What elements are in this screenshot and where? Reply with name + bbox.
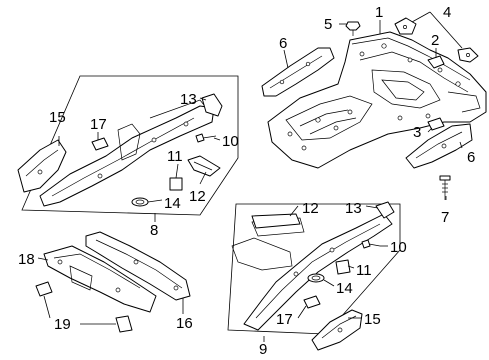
callout-1: 1 [375,4,383,21]
clip-part-19a [35,281,53,297]
callout-16: 16 [176,315,193,332]
callout-7: 7 [441,209,449,226]
callout-6-upper: 6 [279,35,287,52]
bolt-part-10a [195,133,217,143]
callout-3: 3 [413,124,421,141]
rear-floor-pan [267,31,487,169]
callout-14-right: 14 [336,280,353,297]
clip-part-3 [427,117,445,131]
rail-part-6-upper [261,47,335,97]
callout-19: 19 [54,316,71,333]
bolt-part-7 [439,175,451,200]
callout-12-right: 12 [302,200,319,217]
callout-4: 4 [443,4,451,21]
rail-assembly-9 [231,213,393,331]
callout-17-left: 17 [90,116,107,133]
callout-9: 9 [259,341,267,358]
group-box-8 [21,75,239,216]
callout-18: 18 [18,251,35,268]
callout-2: 2 [431,32,439,49]
callout-17-right: 17 [276,311,293,328]
callout-11-left: 11 [167,148,183,165]
plug-part-14a [131,197,149,207]
callout-12-left: 12 [189,188,206,205]
clip-part-11b [335,259,351,275]
bolt-part-10b [361,239,381,249]
bracket-part-13a [201,93,223,117]
panel-part-15b [311,309,363,351]
leader-lines [37,11,463,342]
bracket-part-4 [394,17,479,63]
plug-part-14b [307,273,325,283]
panel-part-15a [17,139,67,193]
rail-assembly-8 [39,99,215,207]
clip-part-17a [91,137,109,151]
callout-13-left: 13 [180,91,197,108]
bracket-part-13b [375,201,395,219]
clip-part-11a [169,177,183,191]
callout-8: 8 [150,222,158,239]
crossmember-part-18 [43,245,157,313]
callout-15-left: 15 [49,109,66,126]
callout-11-right: 11 [356,262,372,279]
bracket-part-6-lower [405,123,473,169]
callout-15-right: 15 [364,311,381,328]
callout-13-right: 13 [345,200,362,217]
clip-part-17b [303,295,321,309]
bolt-part-5 [345,21,361,36]
callout-6-lower: 6 [467,149,475,166]
bracket-part-12a [187,155,221,177]
group-box-9 [227,203,401,335]
callout-labels: 1 5 4 2 6 3 6 7 15 17 13 10 11 12 14 8 1… [18,4,475,358]
callout-14-left: 14 [164,195,181,212]
callout-10-left: 10 [222,133,239,150]
callout-10-right: 10 [390,239,407,256]
clip-part-19b [115,315,133,333]
bracket-part-12b [251,213,301,229]
callout-5: 5 [324,16,332,33]
